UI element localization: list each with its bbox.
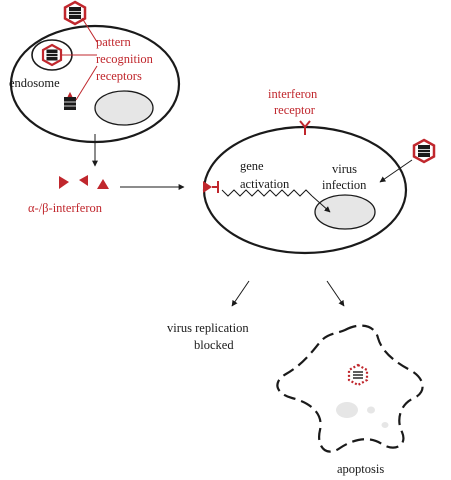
- outcome-arrow-blocked: [231, 280, 250, 307]
- interferon-receptor-label-line2: receptor: [274, 103, 316, 117]
- virus-infection-label-line1: virus: [332, 162, 357, 176]
- virus-icon: [63, 0, 87, 26]
- apoptotic-cell-membrane: [276, 324, 424, 453]
- fragmented-nucleus-small: [367, 406, 375, 414]
- interferon-label: α-/β-interferon: [28, 201, 103, 215]
- endosome-virus-icon: [41, 43, 63, 67]
- signal-cascade-line: [221, 189, 313, 197]
- interferon-receptor-label-line1: interferon: [268, 87, 318, 101]
- prr-label-line2: recognition: [96, 52, 154, 66]
- apoptosis-label: apoptosis: [337, 462, 384, 476]
- activation-arrow: [311, 195, 331, 213]
- nucleus-right: [314, 194, 376, 230]
- prr-pointer-lines: [62, 17, 98, 101]
- replication-blocked-label-line2: blocked: [194, 338, 234, 352]
- y-receptor-icon: [299, 120, 311, 135]
- fragmented-nucleus-large: [336, 402, 358, 418]
- incoming-virus-icon: [412, 138, 436, 164]
- nucleus-left: [94, 90, 154, 126]
- prr-label-line1: pattern: [96, 35, 131, 49]
- gene-activation-label-line2: activation: [240, 177, 290, 191]
- prr-label-line3: receptors: [96, 69, 142, 83]
- replication-blocked-label-line1: virus replication: [167, 321, 249, 335]
- interferon-molecule-icon: [79, 175, 88, 186]
- interferon-molecule-icon: [59, 176, 69, 189]
- fragmented-nucleus-tiny: [381, 422, 389, 428]
- bound-interferon-receptor-icon: [203, 181, 219, 193]
- interferon-molecule-icon: [97, 179, 109, 189]
- virus-infection-label-line2: infection: [322, 178, 367, 192]
- endosome-label: endosome: [9, 76, 60, 90]
- cytoplasmic-sensor-icon: [64, 91, 76, 110]
- outcome-arrow-apoptosis: [326, 280, 345, 307]
- degraded-virus-icon: [347, 363, 369, 387]
- gene-activation-label-line1: gene: [240, 159, 264, 173]
- interferon-molecules: [59, 175, 109, 189]
- infection-arrow: [379, 159, 413, 183]
